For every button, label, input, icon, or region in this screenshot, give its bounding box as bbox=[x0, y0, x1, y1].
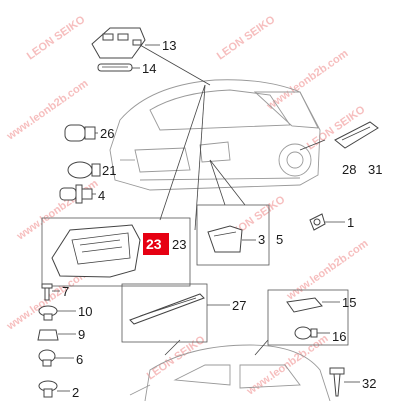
watermark-brand: LEON SEIKO bbox=[25, 13, 88, 62]
clip-9-part[interactable] bbox=[37, 329, 59, 341]
callout-23: 23 bbox=[172, 237, 186, 252]
watermark-site: www.leonb2b.com bbox=[264, 47, 351, 113]
car-front-outline bbox=[109, 79, 321, 191]
leader-lines bbox=[139, 44, 326, 356]
callout-31: 31 bbox=[368, 162, 382, 177]
callout-21: 21 bbox=[102, 163, 116, 178]
screw-32-part[interactable] bbox=[329, 367, 345, 397]
bulb-16-part[interactable] bbox=[294, 326, 318, 340]
wiper-blade-part[interactable] bbox=[129, 293, 205, 325]
clip-2-part[interactable] bbox=[38, 380, 58, 398]
highlight-badge bbox=[143, 233, 169, 255]
fog-lamp-part[interactable] bbox=[207, 225, 243, 253]
callout-9: 9 bbox=[78, 327, 85, 342]
callout-27: 27 bbox=[232, 298, 246, 313]
screw-7-part[interactable] bbox=[41, 283, 53, 301]
callout-32: 32 bbox=[362, 376, 376, 391]
bulb-21-part[interactable] bbox=[67, 161, 101, 179]
festoon-bulb-part[interactable] bbox=[97, 63, 133, 72]
callout-10: 10 bbox=[78, 304, 92, 319]
clip-10-part[interactable] bbox=[38, 305, 58, 321]
headlamp-box bbox=[41, 217, 191, 287]
callout-1: 1 bbox=[347, 215, 354, 230]
wiper-box bbox=[121, 283, 208, 343]
clip-6-part[interactable] bbox=[38, 349, 56, 367]
watermark-site: www.leonb2b.com bbox=[284, 237, 371, 303]
fog-lamp-box bbox=[196, 204, 270, 266]
callout-14: 14 bbox=[142, 61, 156, 76]
dome-lamp-part[interactable] bbox=[91, 27, 146, 59]
clip-1-part[interactable] bbox=[309, 213, 326, 231]
watermark-brand: LEON SEIKO bbox=[215, 13, 278, 62]
interior-lamp-part[interactable] bbox=[286, 297, 323, 313]
wedge-bulb-part[interactable] bbox=[64, 124, 96, 142]
callout-2: 2 bbox=[72, 385, 79, 400]
callout-7: 7 bbox=[62, 284, 69, 299]
car-rear-outline bbox=[129, 344, 331, 401]
watermark-layer: LEON SEIKO www.leonb2b.com LEON SEIKO ww… bbox=[4, 13, 371, 398]
callout-5: 5 bbox=[276, 232, 283, 247]
callout-4: 4 bbox=[98, 188, 105, 203]
callout-23-highlight: 23 bbox=[146, 236, 162, 252]
headlamp-part[interactable] bbox=[51, 224, 141, 278]
interior-lamp-box bbox=[267, 289, 349, 346]
callout-6: 6 bbox=[76, 352, 83, 367]
callout-28: 28 bbox=[342, 162, 356, 177]
watermark-brand: LEON SEIKO bbox=[145, 333, 208, 382]
halogen-bulb-part[interactable] bbox=[59, 184, 93, 204]
callout-13: 13 bbox=[162, 38, 176, 53]
callout-15: 15 bbox=[342, 295, 356, 310]
callout-16: 16 bbox=[332, 329, 346, 344]
side-marker-part[interactable] bbox=[334, 121, 379, 149]
callout-3: 3 bbox=[258, 232, 265, 247]
callout-26: 26 bbox=[100, 126, 114, 141]
